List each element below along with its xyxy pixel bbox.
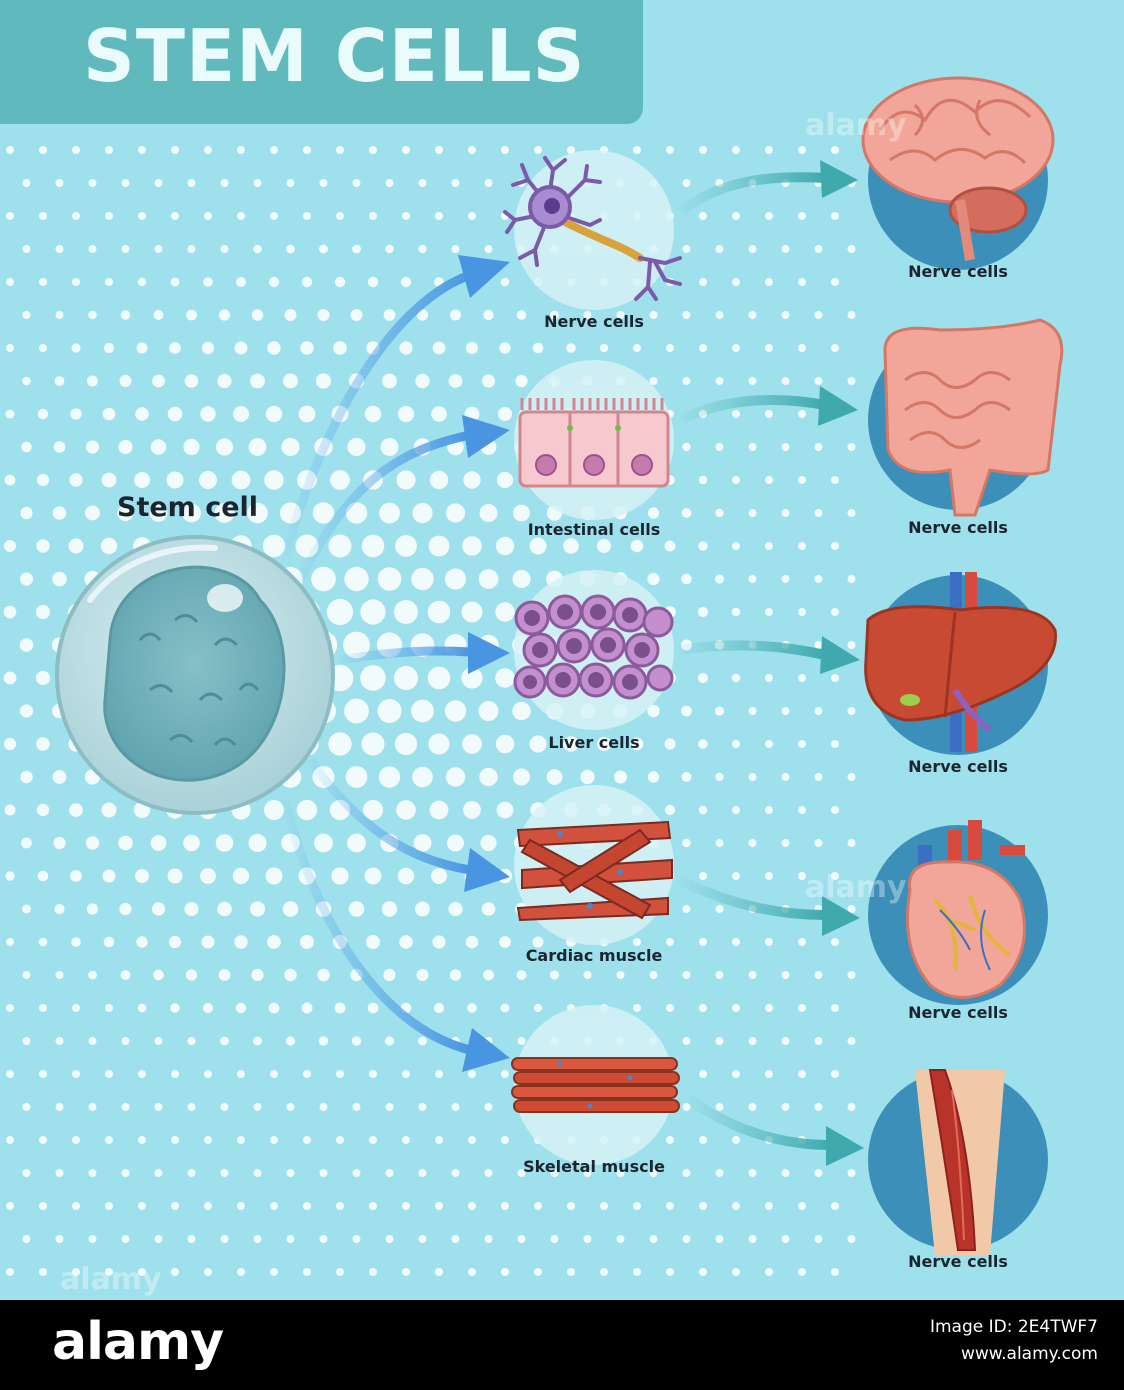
diagram-artwork	[55, 76, 1064, 1255]
watermark: alamy	[60, 1262, 162, 1297]
nerve-cell-icon	[503, 156, 682, 301]
image-id: Image ID: 2E4TWF7	[929, 1317, 1098, 1337]
skeletal-muscle-icon	[511, 1057, 680, 1113]
organ-label-brain: Nerve cells	[908, 262, 1008, 281]
stem-cell-label: Stem cell	[117, 492, 259, 523]
alamy-logo: alamy	[52, 1312, 224, 1372]
site-url: www.alamy.com	[960, 1344, 1098, 1364]
stem-cell-illustration	[55, 535, 335, 815]
stem-cells-poster: STEM CELLS	[0, 0, 1124, 1300]
organ-label-liver: Nerve cells	[908, 757, 1008, 776]
brain-icon	[861, 76, 1055, 261]
intestine-icon	[883, 318, 1064, 517]
leg-muscle-icon	[915, 1069, 1005, 1255]
liver-icon	[864, 572, 1057, 752]
cardiac-muscle-icon	[516, 820, 673, 922]
liver-cells-icon	[513, 594, 674, 700]
image-reference: Image ID: 2E4TWF7 www.alamy.com	[930, 1314, 1098, 1368]
cell-type-label-liver: Liver cells	[548, 733, 640, 752]
title-banner: STEM CELLS	[0, 0, 643, 124]
watermark: alamy	[805, 870, 907, 905]
organ-arrows	[676, 160, 864, 1166]
cell-type-label-skeletal: Skeletal muscle	[523, 1157, 665, 1176]
intestinal-cells-icon	[518, 398, 670, 488]
organ-label-heart: Nerve cells	[908, 1003, 1008, 1022]
cell-type-label-cardiac: Cardiac muscle	[525, 946, 663, 965]
cell-type-label-nerve: Nerve cells	[544, 312, 644, 331]
watermark: alamy	[805, 108, 907, 143]
organ-label-intestine: Nerve cells	[908, 518, 1008, 537]
heart-icon	[906, 820, 1026, 999]
cell-type-label-intestinal: Intestinal cells	[527, 520, 661, 539]
stock-footer: alamy Image ID: 2E4TWF7 www.alamy.com	[0, 1300, 1124, 1390]
differentiation-arrows	[280, 255, 510, 1072]
poster-title: STEM CELLS	[83, 14, 586, 98]
organ-label-leg: Nerve cells	[908, 1252, 1008, 1271]
